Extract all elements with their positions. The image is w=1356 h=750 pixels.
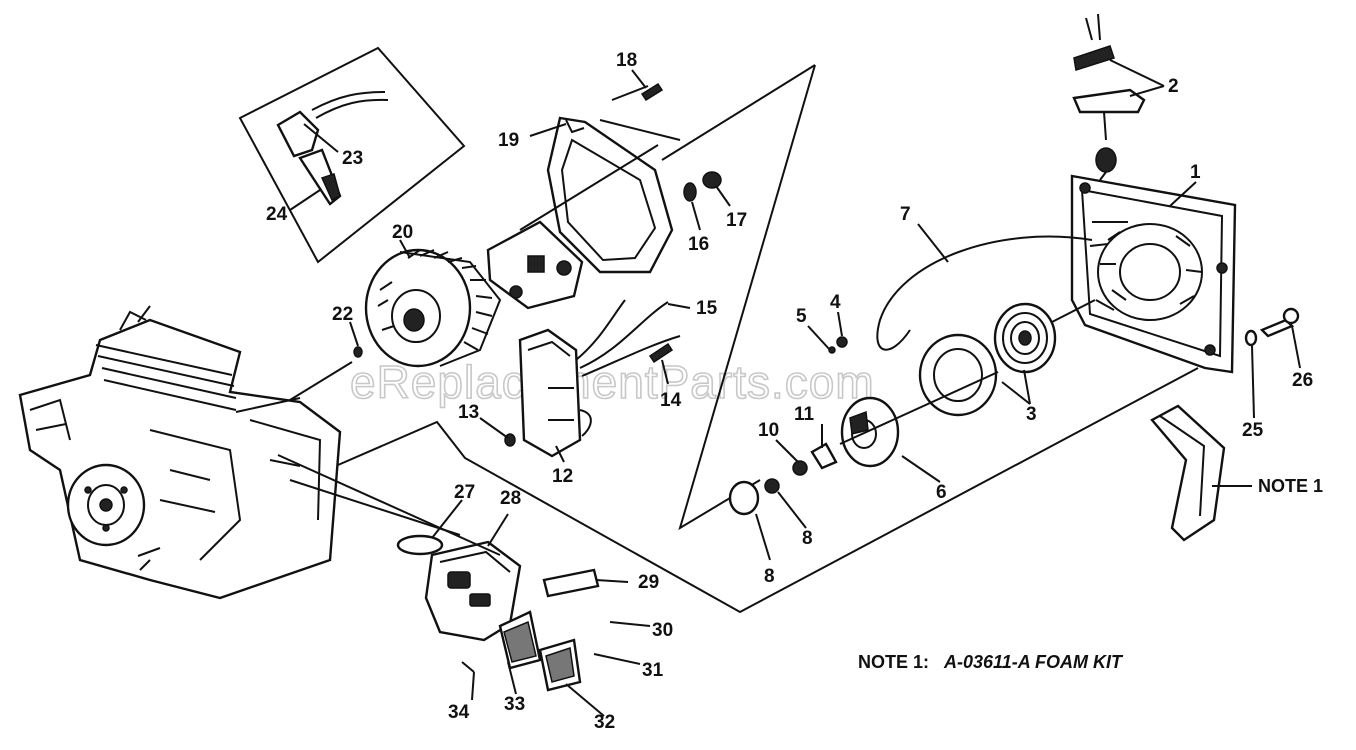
callout-2: 2 bbox=[1168, 76, 1179, 97]
callout-labels: 1 2 3 4 5 6 7 8 8 10 11 12 13 14 15 16 1… bbox=[266, 50, 1323, 733]
ignition-bracket bbox=[486, 220, 584, 310]
recoil-pulley bbox=[918, 299, 1096, 417]
callout-17: 17 bbox=[726, 210, 747, 231]
fasteners bbox=[353, 82, 1300, 447]
callout-32: 32 bbox=[594, 712, 615, 733]
callout-23: 23 bbox=[342, 148, 363, 169]
callout-6: 6 bbox=[936, 482, 947, 503]
callout-29: 29 bbox=[638, 572, 659, 593]
callout-19: 19 bbox=[498, 130, 519, 151]
starter-rope bbox=[876, 235, 1093, 351]
leader-lines bbox=[289, 59, 1301, 717]
callout-13: 13 bbox=[458, 402, 479, 423]
callout-3: 3 bbox=[1026, 404, 1037, 425]
starter-housing bbox=[1070, 13, 1237, 374]
callout-8-upper: 8 bbox=[802, 528, 813, 549]
callout-14: 14 bbox=[660, 390, 682, 411]
footnote-body: A-03611-A FOAM KIT bbox=[943, 652, 1124, 672]
callout-16: 16 bbox=[688, 234, 709, 255]
callout-15: 15 bbox=[696, 298, 718, 319]
callout-25: 25 bbox=[1242, 420, 1264, 441]
callout-24: 24 bbox=[266, 204, 288, 225]
callout-26: 26 bbox=[1292, 370, 1313, 391]
callout-28: 28 bbox=[500, 488, 521, 509]
callout-10: 10 bbox=[758, 420, 779, 441]
callout-22: 22 bbox=[332, 304, 353, 325]
callout-4: 4 bbox=[830, 292, 841, 313]
note-1-callout: NOTE 1 bbox=[1258, 476, 1323, 496]
callout-5: 5 bbox=[796, 306, 807, 327]
spark-plug-inset bbox=[238, 46, 466, 264]
callout-20: 20 bbox=[392, 222, 413, 243]
air-filter-assembly bbox=[396, 534, 600, 692]
ignition-coil bbox=[518, 299, 681, 458]
footnote-prefix: NOTE 1: bbox=[858, 652, 929, 672]
callout-27: 27 bbox=[454, 482, 475, 503]
engine-block bbox=[18, 305, 342, 600]
callout-31: 31 bbox=[642, 660, 664, 681]
callout-1: 1 bbox=[1190, 162, 1201, 183]
starter-pawl-hub bbox=[728, 336, 999, 516]
footnote: NOTE 1: A-03611-A FOAM KIT bbox=[858, 652, 1124, 672]
flywheel bbox=[364, 248, 502, 368]
callout-11: 11 bbox=[794, 404, 815, 425]
callout-18: 18 bbox=[616, 50, 637, 71]
assembly-lines bbox=[235, 85, 1199, 614]
callout-30: 30 bbox=[652, 620, 673, 641]
foam-kit bbox=[1150, 404, 1226, 542]
callout-7: 7 bbox=[900, 204, 911, 225]
callout-33: 33 bbox=[504, 694, 525, 715]
callout-12: 12 bbox=[552, 466, 573, 487]
callout-34: 34 bbox=[448, 702, 470, 723]
callout-8-lower: 8 bbox=[764, 566, 775, 587]
fan-housing bbox=[546, 116, 674, 274]
